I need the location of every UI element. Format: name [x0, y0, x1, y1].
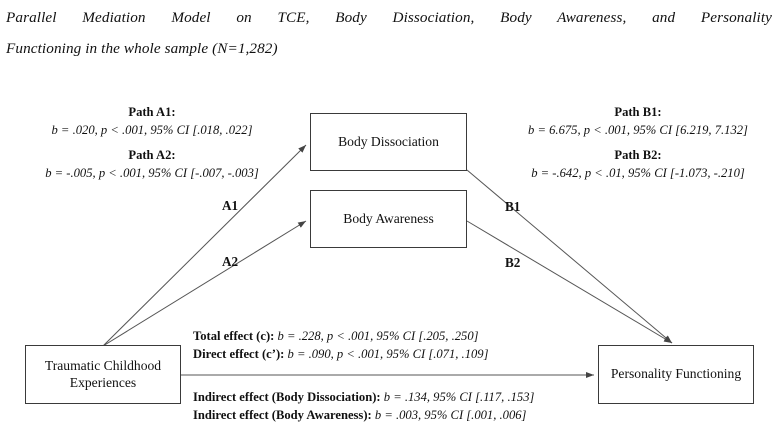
indirect-dissociation-label: Indirect effect (Body Dissociation):	[193, 390, 381, 404]
stat-path-b2-heading: Path B2:	[614, 148, 662, 162]
total-effect-row: Total effect (c): b = .228, p < .001, 95…	[193, 328, 489, 346]
total-effect-label: Total effect (c):	[193, 329, 275, 343]
stat-path-b2-detail: b = -.642, p < .01, 95% CI [-1.073, -.21…	[531, 165, 745, 180]
stat-block-path-a2: Path A2: b = -.005, p < .001, 95% CI [-.…	[2, 147, 302, 182]
direct-effect-value: b = .090, p < .001, 95% CI [.071, .109]	[284, 346, 489, 361]
node-personality-functioning-label: Personality Functioning	[610, 366, 742, 382]
figure-title: Parallel Mediation Model on TCE, Body Di…	[6, 2, 772, 64]
stat-path-b1-heading: Path B1:	[614, 105, 662, 119]
stat-block-path-b2: Path B2: b = -.642, p < .01, 95% CI [-1.…	[500, 147, 776, 182]
figure-title-line-2: Functioning in the whole sample (N=1,282…	[6, 40, 278, 57]
effect-block-indirect: Indirect effect (Body Dissociation): b =…	[193, 389, 534, 424]
stat-path-a1-heading: Path A1:	[128, 105, 176, 119]
node-body-dissociation-label: Body Dissociation	[338, 133, 439, 149]
path-label-b1: B1	[505, 199, 521, 214]
indirect-awareness-value: b = .003, 95% CI [.001, .006]	[371, 407, 527, 422]
indirect-awareness-row: Indirect effect (Body Awareness): b = .0…	[193, 407, 534, 425]
indirect-awareness-label: Indirect effect (Body Awareness):	[193, 407, 372, 422]
effect-block-total-direct: Total effect (c): b = .228, p < .001, 95…	[193, 328, 489, 363]
direct-effect-label: Direct effect (c’):	[193, 346, 285, 361]
arrow-path-a1	[102, 144, 307, 347]
direct-effect-row: Direct effect (c’): b = .090, p < .001, …	[193, 346, 489, 364]
stat-path-a2-detail: b = -.005, p < .001, 95% CI [-.007, -.00…	[45, 165, 259, 180]
node-body-awareness-label: Body Awareness	[343, 210, 434, 226]
node-body-awareness[interactable]: Body Awareness	[310, 190, 467, 248]
indirect-dissociation-row: Indirect effect (Body Dissociation): b =…	[193, 389, 534, 407]
path-label-b2: B2	[505, 255, 521, 270]
total-effect-value: b = .228, p < .001, 95% CI [.205, .250]	[274, 329, 479, 343]
path-label-a1: A1	[222, 198, 239, 213]
node-personality-functioning[interactable]: Personality Functioning	[598, 345, 754, 404]
arrow-path-b2	[466, 220, 673, 344]
indirect-dissociation-value: b = .134, 95% CI [.117, .153]	[380, 390, 535, 404]
node-traumatic-childhood-experiences[interactable]: Traumatic Childhood Experiences	[25, 345, 181, 404]
stat-path-a2-heading: Path A2:	[128, 148, 176, 162]
arrow-path-a2	[102, 220, 307, 347]
stat-block-path-b1: Path B1: b = 6.675, p < .001, 95% CI [6.…	[500, 104, 776, 139]
path-label-a2: A2	[222, 254, 239, 269]
arrow-path-b1	[466, 169, 673, 344]
stat-path-a1-detail: b = .020, p < .001, 95% CI [.018, .022]	[51, 122, 253, 137]
node-body-dissociation[interactable]: Body Dissociation	[310, 113, 467, 171]
figure-title-line-1: Parallel Mediation Model on TCE, Body Di…	[6, 9, 772, 26]
stat-block-path-a1: Path A1: b = .020, p < .001, 95% CI [.01…	[2, 104, 302, 139]
stat-path-b1-detail: b = 6.675, p < .001, 95% CI [6.219, 7.13…	[528, 122, 748, 137]
node-tce-label: Traumatic Childhood Experiences	[44, 358, 162, 390]
